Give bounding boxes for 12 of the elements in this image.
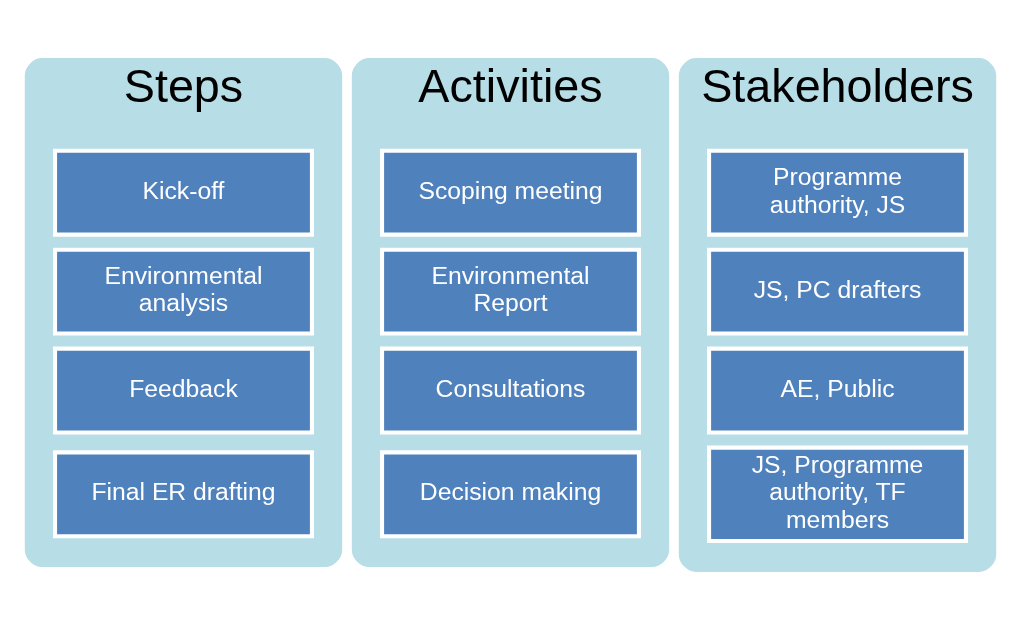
node-box: Environmental Report [379,247,641,336]
node-box: Final ER drafting [52,449,314,538]
node-box: AE, Public [706,346,968,435]
node-box: JS, Programme authority, TF members [706,445,968,543]
node-box: Consultations [379,346,641,435]
node-box: JS, PC drafters [706,247,968,336]
node-box: Environmental analysis [52,247,314,336]
node-box: Decision making [379,449,641,538]
node-box: Kick-off [52,148,314,237]
node-box: Scoping meeting [379,148,641,237]
node-box: Programme authority, JS [706,148,968,237]
node-box: Feedback [52,346,314,435]
